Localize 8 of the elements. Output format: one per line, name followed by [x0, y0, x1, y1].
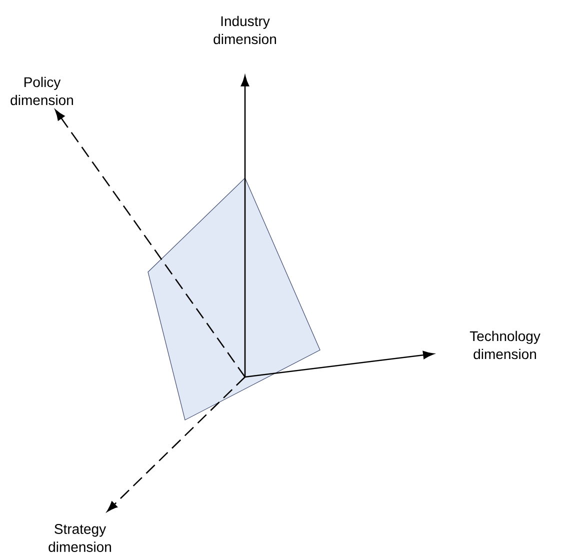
axis-arrow — [240, 76, 250, 377]
axis-label: Technology dimension — [470, 330, 540, 360]
axis-arrow — [244, 350, 434, 378]
axis-label: Industry dimension — [214, 16, 276, 44]
axis-label: Strategy dimension — [48, 524, 111, 552]
axis-arrow — [55, 110, 246, 378]
axis-arrow — [106, 376, 246, 512]
axis-label: Policy dimension — [10, 76, 73, 106]
